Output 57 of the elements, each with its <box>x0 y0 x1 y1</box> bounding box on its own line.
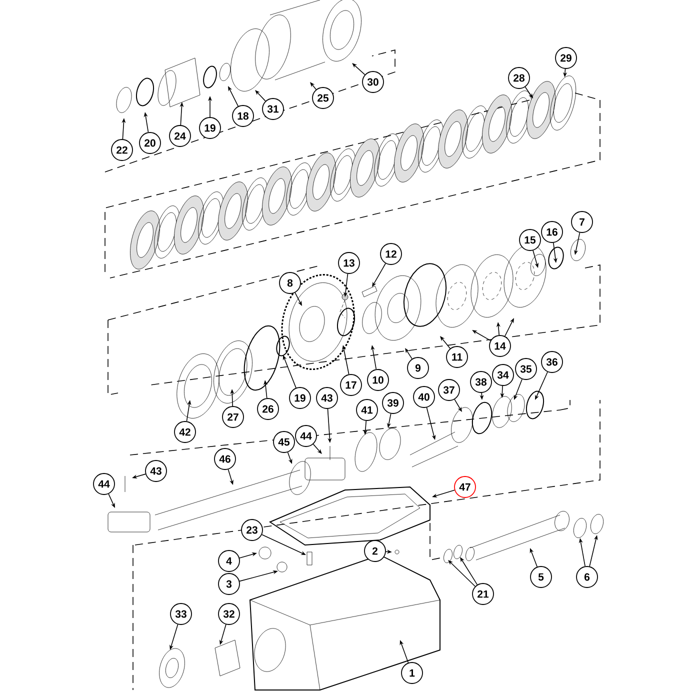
callout-number: 40 <box>413 386 435 408</box>
callout-number: 42 <box>174 421 196 443</box>
callout-number: 38 <box>470 371 492 393</box>
callout-number: 26 <box>257 398 279 420</box>
callout-number: 25 <box>312 87 334 109</box>
leader-line <box>255 90 266 102</box>
callout-number: 20 <box>139 132 161 154</box>
callout-number: 44 <box>295 425 317 447</box>
callout-number: 3 <box>218 573 240 595</box>
leader-line <box>448 560 476 587</box>
callout-number: 10 <box>367 369 389 391</box>
callout-number: 12 <box>380 243 402 265</box>
callout-number: 36 <box>541 351 563 373</box>
callout-number: 44 <box>93 473 115 495</box>
callout-number: 19 <box>199 117 221 139</box>
leader-line <box>310 82 316 90</box>
callout-number: 30 <box>362 71 384 93</box>
callout-number: 45 <box>273 431 295 453</box>
callout-number: 29 <box>555 47 577 69</box>
callout-number: 11 <box>446 346 468 368</box>
callout-number: 43 <box>316 387 338 409</box>
callout-number: 23 <box>241 519 263 541</box>
callout-number: 9 <box>407 357 429 379</box>
callout-number: 41 <box>356 399 378 421</box>
leader-line <box>352 63 366 76</box>
callout-number: 1 <box>401 662 423 684</box>
leader-line <box>312 444 322 454</box>
callout-number: 19 <box>289 387 311 409</box>
callout-number: 14 <box>489 335 511 357</box>
callout-number: 28 <box>508 67 530 89</box>
callout-number: 4 <box>218 550 240 572</box>
callout-number: 32 <box>218 603 240 625</box>
callout-number: 13 <box>338 252 360 274</box>
callout-number: 47 <box>454 476 476 498</box>
callout-number: 5 <box>530 566 552 588</box>
leader-line <box>440 336 451 349</box>
callout-number: 24 <box>169 125 191 147</box>
callout-number: 16 <box>541 221 563 243</box>
callout-number: 6 <box>576 566 598 588</box>
callout-number: 46 <box>214 448 236 470</box>
callout-number: 35 <box>515 358 537 380</box>
callout-number: 15 <box>519 229 541 251</box>
callout-number: 39 <box>382 392 404 414</box>
callout-number: 21 <box>472 583 494 605</box>
callout-number: 33 <box>170 603 192 625</box>
callout-number: 17 <box>340 374 362 396</box>
callout-number: 37 <box>438 379 460 401</box>
callout-number: 18 <box>232 105 254 127</box>
callout-number: 34 <box>492 364 514 386</box>
callout-number: 27 <box>222 406 244 428</box>
callout-number: 7 <box>571 211 593 233</box>
clutch-disk <box>550 76 576 130</box>
callout-number: 31 <box>262 98 284 120</box>
callout-number: 43 <box>145 460 167 482</box>
callout-number: 8 <box>279 272 301 294</box>
callout-number: 22 <box>111 139 133 161</box>
callout-number: 2 <box>364 540 386 562</box>
